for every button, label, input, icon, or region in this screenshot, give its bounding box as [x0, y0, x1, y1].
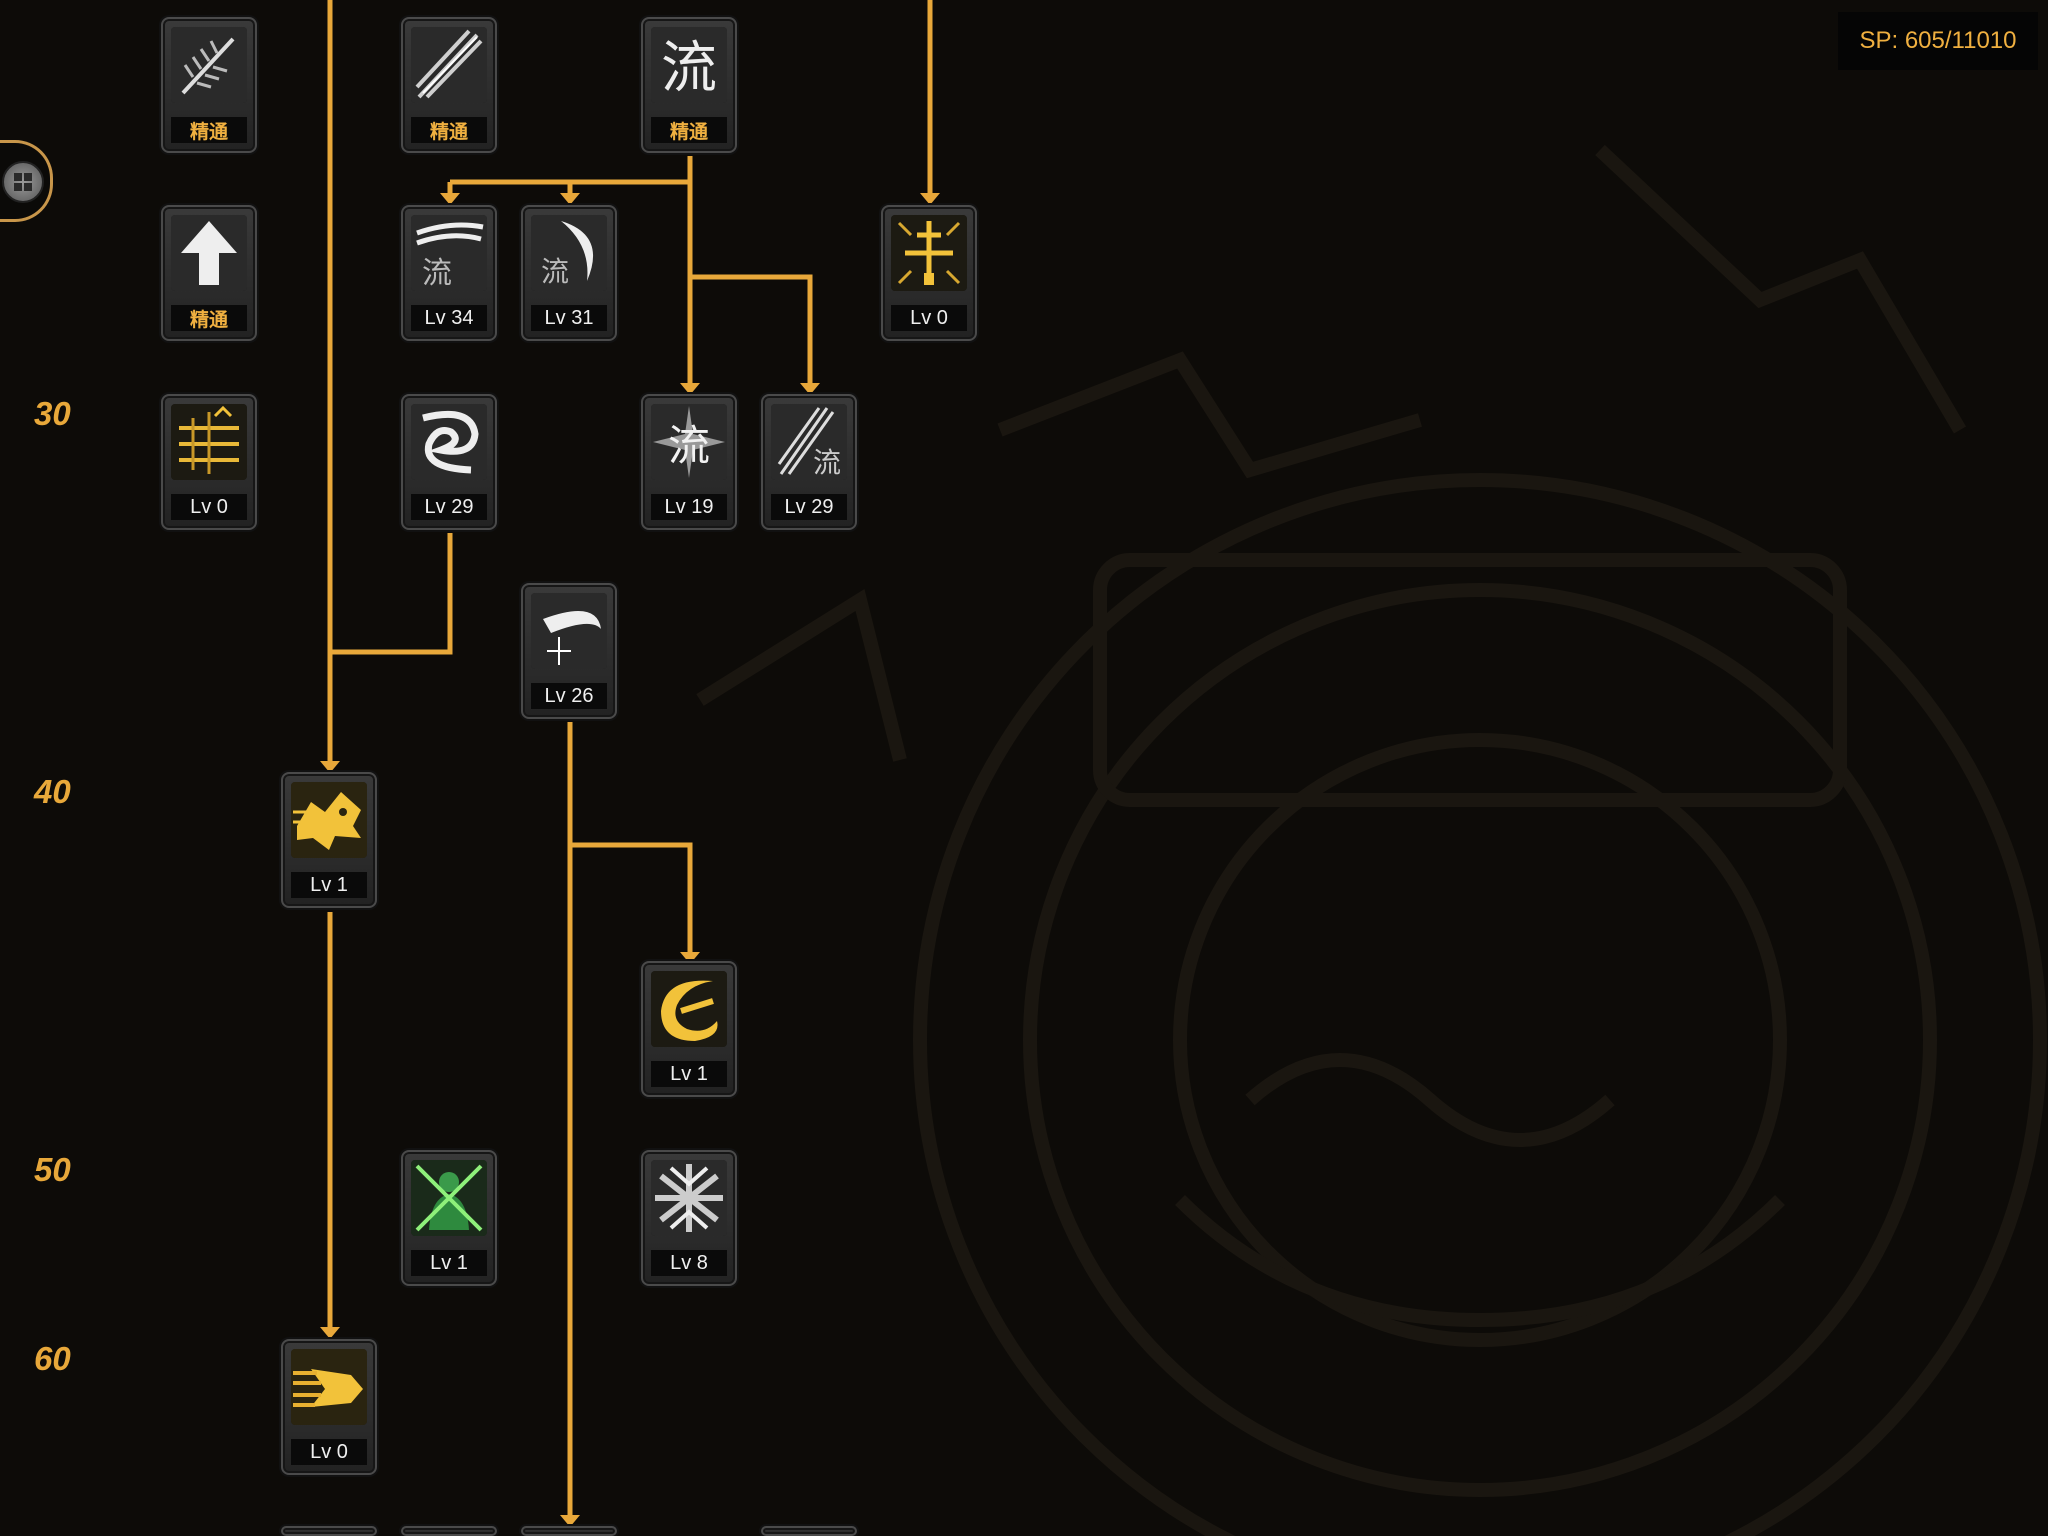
skill-level: Lv 1: [291, 872, 367, 898]
skill-slot[interactable]: Lv 29: [401, 394, 497, 530]
skill-slot-partial[interactable]: [521, 1526, 617, 1536]
skill-level: Lv 0: [171, 494, 247, 520]
skill-level: Lv 0: [891, 305, 967, 331]
skill-slot[interactable]: Lv 1: [281, 772, 377, 908]
flow-diagonal-slash-icon: 流: [771, 404, 847, 480]
sword-streak-icon: [411, 27, 487, 103]
spiral-slash-icon: [411, 404, 487, 480]
skill-level: Lv 1: [651, 1061, 727, 1087]
skill-level: Lv 26: [531, 683, 607, 709]
skill-level: Lv 29: [411, 494, 487, 520]
skill-slot[interactable]: 流 Lv 34: [401, 205, 497, 341]
skill-level: Lv 29: [771, 494, 847, 520]
skill-slot[interactable]: Lv 0: [881, 205, 977, 341]
skill-slot-partial[interactable]: [761, 1526, 857, 1536]
feather-blade-icon: [171, 27, 247, 103]
svg-text:流: 流: [422, 256, 452, 291]
level-marker-50: 50: [34, 1151, 71, 1188]
skill-slot[interactable]: 流 Lv 29: [761, 394, 857, 530]
skill-slot[interactable]: Lv 0: [161, 394, 257, 530]
skill-level: Lv 0: [291, 1439, 367, 1465]
skill-slot[interactable]: Lv 1: [401, 1150, 497, 1286]
skill-slot[interactable]: Lv 0: [281, 1339, 377, 1475]
svg-text:流: 流: [541, 255, 569, 288]
skill-slot[interactable]: 精通: [161, 17, 257, 153]
skill-slot[interactable]: Lv 1: [641, 961, 737, 1097]
level-marker-30: 30: [34, 395, 71, 432]
golden-crescent-icon: [651, 971, 727, 1047]
skill-slot[interactable]: 流 Lv 19: [641, 394, 737, 530]
level-marker-40: 40: [34, 773, 71, 810]
level-marker-60: 60: [34, 1340, 71, 1377]
flow-slash-wave-icon: 流: [411, 215, 487, 291]
green-cross-slash-icon: [411, 1160, 487, 1236]
sp-counter: SP: 605/11010: [1838, 12, 2038, 70]
skill-slot[interactable]: 精通: [161, 205, 257, 341]
svg-text:流: 流: [661, 36, 717, 101]
skill-level: 精通: [171, 305, 247, 331]
crescent-strike-icon: [531, 593, 607, 669]
flow-kanji-icon: 流: [651, 27, 727, 103]
skill-level: Lv 34: [411, 305, 487, 331]
skill-slot[interactable]: 精通: [401, 17, 497, 153]
side-menu-tab[interactable]: [0, 140, 53, 222]
skill-slot[interactable]: 流 Lv 31: [521, 205, 617, 341]
svg-text:流: 流: [813, 446, 841, 479]
skill-level: Lv 8: [651, 1250, 727, 1276]
skill-slot[interactable]: Lv 26: [521, 583, 617, 719]
golden-sword-icon: [891, 215, 967, 291]
flow-crescent-icon: 流: [531, 215, 607, 291]
skill-slot-partial[interactable]: [401, 1526, 497, 1536]
skill-slot[interactable]: 流 精通: [641, 17, 737, 153]
golden-blades-icon: [171, 404, 247, 480]
grid-icon: [2, 161, 44, 203]
golden-beast-icon: [291, 782, 367, 858]
skill-level: 精通: [651, 117, 727, 143]
skill-level: 精通: [171, 117, 247, 143]
skill-level: Lv 1: [411, 1250, 487, 1276]
up-arrow-buff-icon: [171, 215, 247, 291]
skill-level: Lv 19: [651, 494, 727, 520]
skill-slot-partial[interactable]: [281, 1526, 377, 1536]
skill-level: 精通: [411, 117, 487, 143]
skill-level: Lv 31: [531, 305, 607, 331]
skill-slot[interactable]: Lv 8: [641, 1150, 737, 1286]
svg-text:流: 流: [668, 421, 710, 470]
spiked-burst-icon: [651, 1160, 727, 1236]
flow-burst-icon: 流: [651, 404, 727, 480]
golden-rush-icon: [291, 1349, 367, 1425]
